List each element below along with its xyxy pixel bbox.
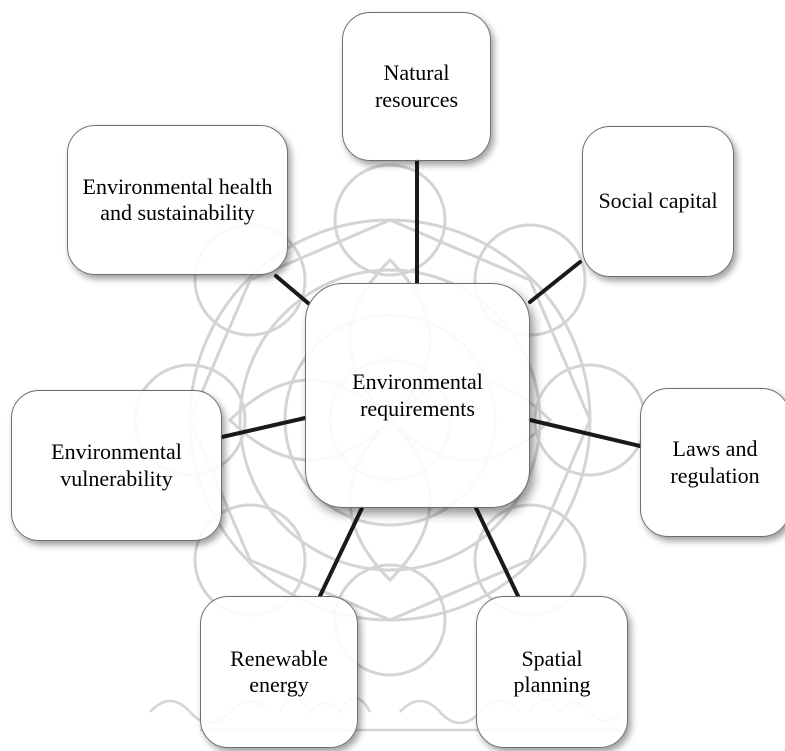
connector-vulnerability [220,416,307,439]
center-node-label: Environmental requirements [352,369,483,421]
node-social-capital: Social capital [582,126,734,277]
node-label-spatial-planning: Spatial planning [513,645,591,697]
node-label-social-capital: Social capital [598,188,718,214]
node-label-environmental-health-and-sustainability: Environmental health and sustainability [82,173,273,225]
node-spatial-planning: Spatial planning [476,596,628,748]
node-label-renewable-energy: Renewable energy [230,645,328,697]
connector-health [274,274,310,305]
connector-renewable [318,506,364,598]
node-environmental-health-and-sustainability: Environmental health and sustainability [67,125,288,275]
connector-social [528,260,582,304]
connector-spatial [474,506,520,598]
connector-laws [528,418,642,448]
node-environmental-vulnerability: Environmental vulnerability [11,390,222,541]
center-node-environmental-requirements: Environmental requirements [305,283,530,508]
node-label-natural-resources: Natural resources [374,60,459,112]
node-laws-and-regulation: Laws and regulation [640,388,785,537]
node-label-laws-and-regulation: Laws and regulation [670,436,760,488]
node-label-environmental-vulnerability: Environmental vulnerability [51,439,182,491]
node-renewable-energy: Renewable energy [200,596,358,748]
node-natural-resources: Natural resources [342,12,491,161]
